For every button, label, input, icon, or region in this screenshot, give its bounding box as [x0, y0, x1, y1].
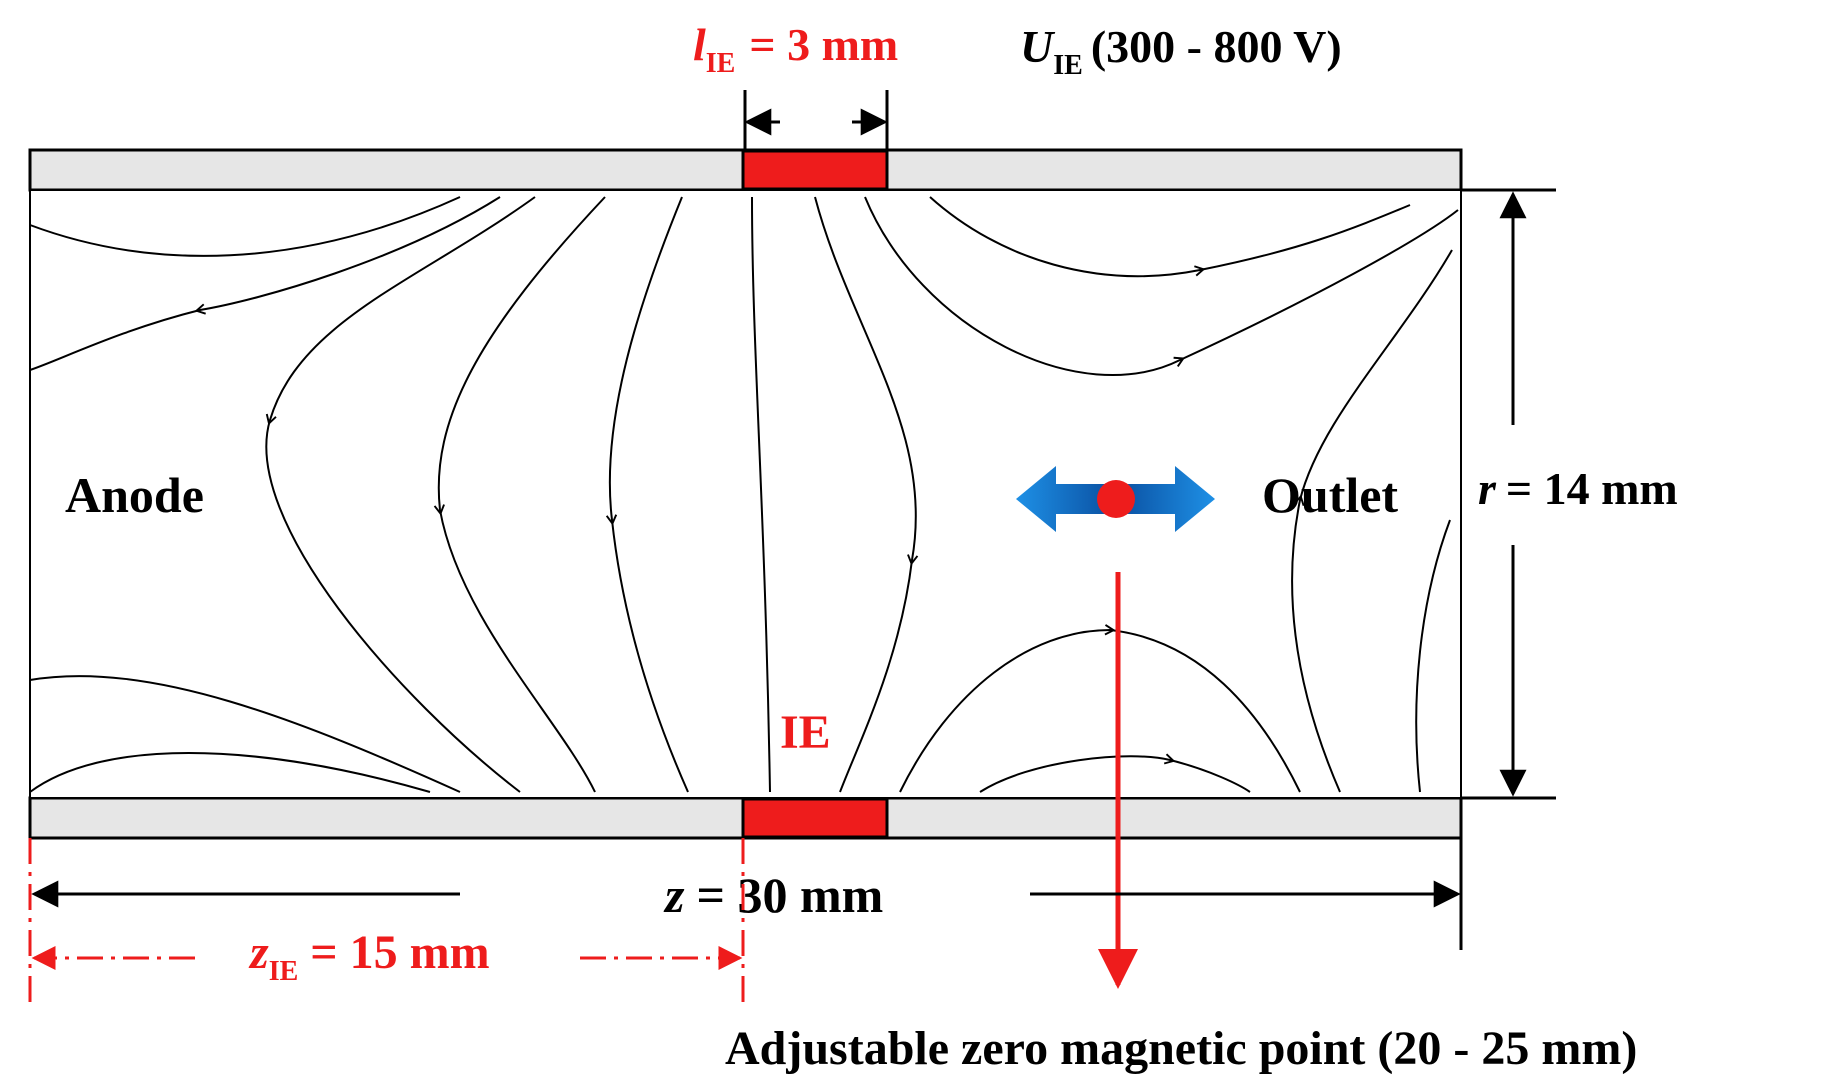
field-line [29, 196, 501, 371]
l-ie-symbol: l [693, 19, 706, 70]
l-ie-value: = 3 mm [749, 19, 898, 70]
field-line [864, 196, 1459, 376]
u-ie-label: UIE (300 - 800 V) [1020, 21, 1342, 81]
field-line [29, 196, 461, 257]
z-ie-label: zIE = 15 mm [248, 926, 490, 987]
outlet-label: Outlet [1262, 467, 1398, 523]
field-line [1415, 519, 1451, 793]
u-ie-range: (300 - 800 V) [1091, 21, 1342, 72]
anode-label: Anode [65, 467, 204, 523]
l-ie-subscript: IE [706, 48, 736, 79]
field-line [605, 196, 689, 793]
field-line [979, 753, 1251, 793]
z-ie-subscript: IE [269, 956, 299, 987]
r-value: = 14 mm [1506, 463, 1678, 514]
adjustable-arrow [1016, 466, 1215, 532]
z-label: z= 30 mm [663, 867, 883, 923]
r-symbol: r [1478, 463, 1497, 514]
field-line [751, 196, 771, 793]
field-line [29, 675, 461, 793]
u-ie-subscript: IE [1053, 50, 1083, 81]
field-line [1291, 249, 1453, 793]
field-line [899, 624, 1301, 793]
zero-point-label: Adjustable zero magnetic point (20 - 25 … [725, 1022, 1637, 1075]
zero-point-marker [1097, 480, 1135, 518]
r-label: r= 14 mm [1478, 463, 1678, 514]
ie-label: IE [780, 706, 831, 759]
z-value: = 30 mm [696, 867, 883, 923]
l-ie-label: lIE = 3 mm [693, 19, 898, 79]
z-ie-symbol: z [248, 926, 269, 979]
lower-electrode [741, 797, 889, 839]
z-symbol: z [663, 867, 685, 923]
field-line [814, 196, 919, 793]
z-ie-value: = 15 mm [310, 926, 489, 979]
field-line [433, 196, 606, 793]
field-line [29, 752, 431, 793]
magnetic-field-lines [29, 196, 1459, 793]
upper-electrode [741, 149, 889, 191]
field-line [265, 196, 536, 793]
field-line [929, 196, 1411, 278]
u-ie-symbol: U [1020, 21, 1056, 72]
